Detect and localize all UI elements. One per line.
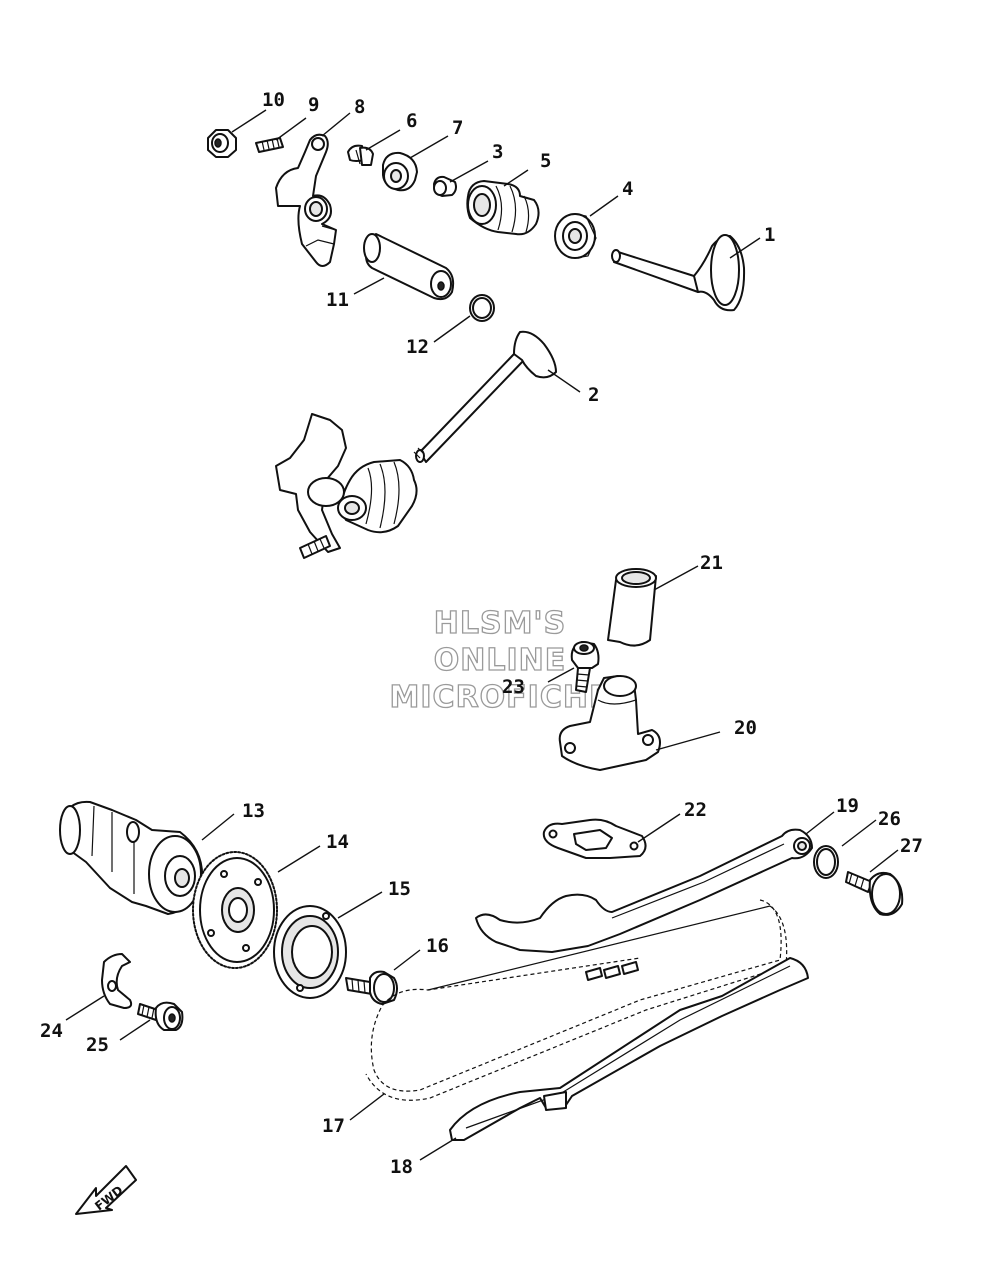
callout-5: 5 xyxy=(540,150,551,172)
callout-24: 24 xyxy=(40,1020,63,1042)
part-20-tensioner-body[interactable] xyxy=(558,675,661,771)
part-27-guide-bolt[interactable] xyxy=(845,871,904,916)
callout-7: 7 xyxy=(452,117,463,139)
part-18-chain-guide[interactable] xyxy=(449,957,809,1141)
callout-11: 11 xyxy=(326,289,349,311)
part-14-cam-sprocket[interactable] xyxy=(192,851,278,969)
watermark-line-2: ONLINE xyxy=(434,643,567,678)
part-25-screw[interactable] xyxy=(137,1001,184,1031)
callout-12: 12 xyxy=(406,336,429,358)
part-9-adjusting-screw[interactable] xyxy=(255,137,284,153)
part-19-tensioner-guide[interactable] xyxy=(475,828,813,953)
part-17-cam-chain[interactable] xyxy=(365,899,788,1101)
callout-25: 25 xyxy=(86,1034,109,1056)
part-12-o-ring[interactable] xyxy=(469,294,495,322)
callout-6: 6 xyxy=(406,110,417,132)
callout-10: 10 xyxy=(262,89,285,111)
callout-22: 22 xyxy=(684,799,707,821)
part-11-rocker-shaft[interactable] xyxy=(363,233,455,301)
part-16-bolt[interactable] xyxy=(345,970,398,1005)
part-7-spring-retainer[interactable] xyxy=(382,151,418,192)
watermark: HLSM'S ONLINE MICROFICHE xyxy=(389,605,611,715)
part-5-valve-springs[interactable] xyxy=(466,180,540,236)
fwd-arrow: FWD xyxy=(75,1165,137,1215)
callout-26: 26 xyxy=(878,808,901,830)
part-26-o-ring[interactable] xyxy=(813,845,839,879)
part-23-screw[interactable] xyxy=(570,641,600,693)
part-10-nut[interactable] xyxy=(207,129,237,158)
callout-17: 17 xyxy=(322,1115,345,1137)
callout-3: 3 xyxy=(492,141,503,163)
part-4-spring-seat[interactable] xyxy=(554,213,597,259)
callout-23: 23 xyxy=(502,676,525,698)
callout-2: 2 xyxy=(588,384,599,406)
callout-16: 16 xyxy=(426,935,449,957)
watermark-line-1: HLSM'S xyxy=(434,606,566,641)
callout-numbers: 1 2 3 4 5 6 7 8 9 10 11 12 13 14 15 16 1… xyxy=(40,89,923,1178)
part-1-intake-valve[interactable] xyxy=(611,234,746,312)
part-24-decompressor-weight[interactable] xyxy=(101,953,133,1009)
callout-19: 19 xyxy=(836,795,859,817)
part-15-decompressor[interactable] xyxy=(273,905,347,999)
part-21-tensioner-cap[interactable] xyxy=(607,568,657,647)
exhaust-rocker-assembly xyxy=(275,413,418,559)
part-6-valve-cotters[interactable] xyxy=(347,144,374,166)
callout-14: 14 xyxy=(326,831,349,853)
part-22-gasket[interactable] xyxy=(542,818,647,859)
callout-15: 15 xyxy=(388,878,411,900)
callout-1: 1 xyxy=(764,224,775,246)
leader-lines xyxy=(65,109,899,1161)
callout-4: 4 xyxy=(622,178,633,200)
callout-20: 20 xyxy=(734,717,757,739)
part-3-valve-stem-seal[interactable] xyxy=(433,175,457,197)
part-8-rocker-arm[interactable] xyxy=(275,133,337,267)
watermark-line-3: MICROFICHE xyxy=(390,680,611,715)
callout-13: 13 xyxy=(242,800,265,822)
part-13-camshaft[interactable] xyxy=(59,800,204,915)
callout-21: 21 xyxy=(700,552,723,574)
callout-18: 18 xyxy=(390,1156,413,1178)
part-2-exhaust-valve[interactable] xyxy=(413,330,557,463)
callout-27: 27 xyxy=(900,835,923,857)
callout-8: 8 xyxy=(354,96,365,118)
callout-9: 9 xyxy=(308,94,319,116)
